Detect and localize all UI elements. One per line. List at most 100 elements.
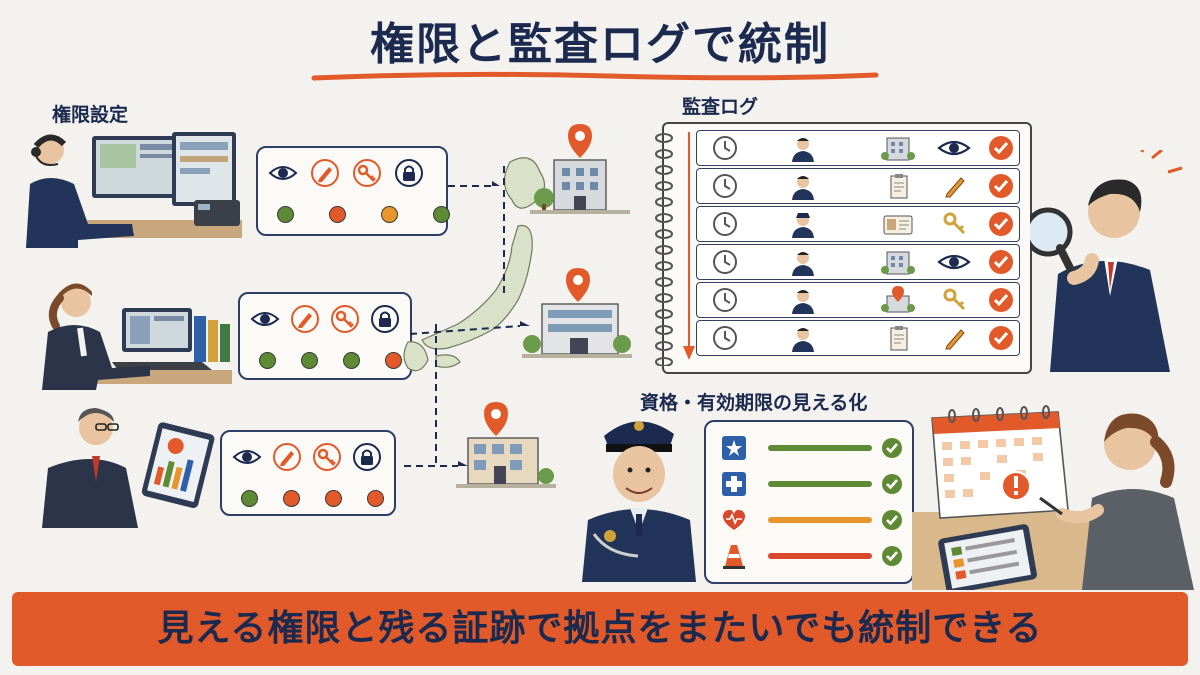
eye-icon[interactable] [268, 158, 298, 188]
office-building-1-icon [530, 124, 630, 214]
clock-icon [713, 288, 737, 312]
page-title: 権限と監査ログで統制 [370, 19, 830, 70]
notebook-spiral [655, 133, 673, 366]
clipboard-icon [890, 174, 908, 199]
qualifications-panel [704, 420, 914, 584]
officer-avatar [792, 213, 814, 238]
qualifications-label: 資格・有効期限の見える化 [640, 392, 868, 414]
check-icon [989, 136, 1013, 160]
permissions-label: 権限設定 [52, 104, 129, 126]
key-icon[interactable] [330, 304, 360, 334]
key-icon[interactable] [312, 442, 342, 472]
officer-avatar [792, 290, 814, 314]
status-dot [301, 352, 318, 369]
eye-icon [937, 140, 971, 156]
office-building-2-icon [522, 268, 632, 358]
status-dot [385, 352, 402, 369]
kyushu-shape [403, 341, 429, 372]
status-dot [283, 490, 300, 507]
status-dot [433, 206, 450, 223]
pencil-icon[interactable] [310, 158, 340, 188]
key-icon [943, 288, 966, 311]
log-row [696, 320, 1020, 356]
status-dot [277, 206, 294, 223]
police-officer-illustration [582, 421, 696, 582]
clock-icon [713, 250, 737, 274]
status-dot [259, 352, 276, 369]
check-icon [989, 250, 1013, 274]
validity-bar [768, 553, 872, 559]
qualification-row [720, 434, 902, 462]
permission-panel-2 [238, 292, 412, 380]
check-icon [882, 546, 902, 566]
summary-banner-text: 見える権限と残る証跡で拠点をまたいでも統制できる [157, 608, 1043, 649]
log-row [696, 206, 1020, 242]
pencil-icon[interactable] [272, 442, 302, 472]
timeline-arrow [683, 132, 695, 360]
check-icon [989, 212, 1013, 236]
validity-bar [768, 445, 872, 451]
summary-banner: 見える権限と残る証跡で拠点をまたいでも統制できる [12, 592, 1188, 666]
qualification-row [720, 470, 902, 498]
permission-panel-1 [256, 146, 450, 236]
audit-log-label: 監査ログ [682, 96, 759, 118]
permission-panel-3 [220, 430, 396, 516]
pencil-icon [945, 329, 965, 350]
officer-avatar [792, 138, 814, 162]
clock-icon [713, 212, 737, 236]
eye-icon[interactable] [250, 304, 280, 334]
status-dot [329, 206, 346, 223]
eye-icon [937, 254, 971, 270]
log-row [696, 282, 1020, 318]
officer-avatar [792, 252, 814, 276]
qualification-row [720, 506, 902, 534]
building-pin-icon [881, 286, 915, 313]
shikoku-shape [435, 354, 461, 368]
building-icon [881, 251, 915, 275]
woman-at-laptop-illustration [42, 283, 232, 390]
clock-icon [713, 136, 737, 160]
clipboard-icon [890, 326, 908, 351]
lock-icon[interactable] [370, 304, 400, 334]
office-building-3-icon [456, 402, 556, 488]
status-dot [241, 490, 258, 507]
clock-icon [713, 326, 737, 350]
officer-avatar [792, 176, 814, 200]
eye-icon[interactable] [232, 442, 262, 472]
operator-at-monitors-illustration [26, 132, 242, 248]
log-row [696, 244, 1020, 280]
check-icon [989, 326, 1013, 350]
log-row [696, 168, 1020, 204]
status-dot [325, 490, 342, 507]
calendar-and-staff-illustration [912, 405, 1194, 590]
check-icon [989, 174, 1013, 198]
heart-pulse-icon [722, 509, 746, 530]
lock-icon[interactable] [352, 442, 382, 472]
pencil-icon [945, 177, 965, 198]
log-row [696, 130, 1020, 166]
audit-log-notebook [655, 122, 1032, 374]
status-dot [343, 352, 360, 369]
medical-cross-icon [722, 472, 746, 496]
traffic-cone-icon [723, 545, 745, 569]
key-icon[interactable] [352, 158, 382, 188]
check-icon [989, 288, 1013, 312]
check-icon [882, 510, 902, 530]
pencil-icon[interactable] [290, 304, 320, 334]
shield-star-icon [722, 436, 746, 460]
clock-icon [713, 174, 737, 198]
building-icon [881, 137, 915, 161]
key-icon [943, 212, 966, 235]
validity-bar [768, 517, 872, 523]
qualification-row [720, 542, 902, 570]
lock-icon[interactable] [394, 158, 424, 188]
status-dot [381, 206, 398, 223]
validity-bar [768, 481, 872, 487]
status-dot [367, 490, 384, 507]
id-card-icon [883, 215, 913, 235]
title-underline [311, 71, 879, 81]
check-icon [882, 438, 902, 458]
honshu-shape [421, 224, 533, 350]
check-icon [882, 474, 902, 494]
inspector-with-magnifier-illustration [1030, 150, 1183, 372]
